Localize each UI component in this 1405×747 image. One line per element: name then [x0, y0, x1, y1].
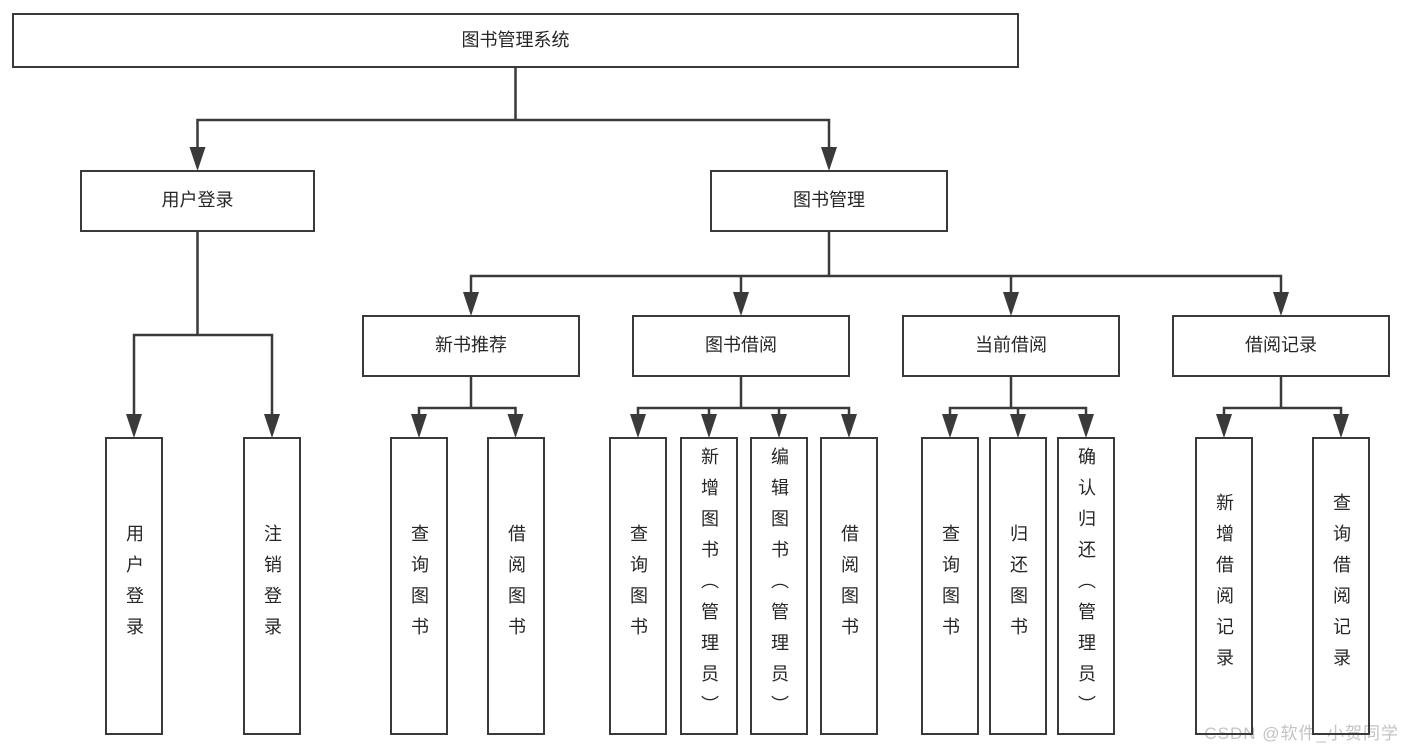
- node-label: 图书借阅: [705, 335, 777, 356]
- node-label: 新增借阅记录: [1214, 493, 1234, 679]
- node-label: 查询图书: [409, 524, 429, 648]
- leaf-return-books: 归还图书: [989, 437, 1047, 735]
- node-borrowing-records: 借阅记录: [1172, 315, 1390, 377]
- leaf-borrow-books-borrowing: 借阅图书: [820, 437, 878, 735]
- leaf-query-books-recommend: 查询图书: [390, 437, 448, 735]
- node-current-borrowing: 当前借阅: [902, 315, 1120, 377]
- node-book-borrowing: 图书借阅: [632, 315, 850, 377]
- node-label: 归还图书: [1008, 524, 1028, 648]
- node-label: 借阅记录: [1245, 335, 1317, 356]
- node-library-management-system: 图书管理系统: [12, 13, 1019, 68]
- leaf-query-borrow-record: 查询借阅记录: [1312, 437, 1370, 735]
- node-label: 新书推荐: [435, 335, 507, 356]
- node-label: 用户登录: [124, 524, 144, 648]
- node-label: 用户登录: [161, 190, 234, 211]
- leaf-user-login: 用户登录: [105, 437, 163, 735]
- leaf-borrow-books-recommend: 借阅图书: [487, 437, 545, 735]
- node-label: 图书管理: [793, 190, 865, 211]
- leaf-logout: 注销登录: [243, 437, 301, 735]
- leaf-query-books-current: 查询图书: [921, 437, 979, 735]
- node-label: 编辑图书（管理员）: [769, 446, 789, 726]
- node-user-login: 用户登录: [80, 170, 315, 232]
- leaf-confirm-return-admin: 确认归还（管理员）: [1057, 437, 1115, 735]
- node-label: 查询图书: [940, 524, 960, 648]
- node-book-management: 图书管理: [710, 170, 948, 232]
- node-label: 确认归还（管理员）: [1076, 446, 1096, 726]
- node-new-book-recommendation: 新书推荐: [362, 315, 580, 377]
- leaf-add-borrow-record: 新增借阅记录: [1195, 437, 1253, 735]
- node-label: 查询图书: [628, 524, 648, 648]
- node-label: 图书管理系统: [461, 29, 570, 50]
- node-label: 注销登录: [262, 524, 282, 648]
- leaf-edit-book-admin: 编辑图书（管理员）: [750, 437, 808, 735]
- watermark: CSDN @软件_小贺同学: [1204, 724, 1399, 743]
- node-label: 借阅图书: [506, 524, 526, 648]
- node-label: 查询借阅记录: [1331, 493, 1351, 679]
- node-label: 借阅图书: [839, 524, 859, 648]
- node-label: 当前借阅: [975, 335, 1047, 356]
- leaf-add-book-admin: 新增图书（管理员）: [680, 437, 738, 735]
- node-label: 新增图书（管理员）: [699, 446, 719, 726]
- leaf-query-books-borrowing: 查询图书: [609, 437, 667, 735]
